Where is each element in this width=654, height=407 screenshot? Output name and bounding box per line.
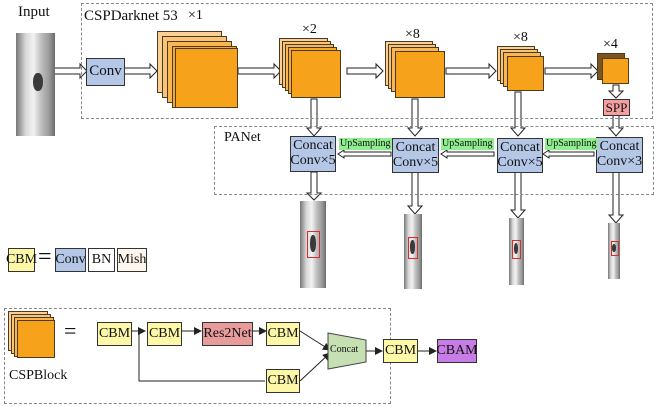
multiplier-1: ×1 xyxy=(188,8,203,23)
upsampling-label-1: UpSampling xyxy=(339,138,392,150)
cbm-legend-equals: = xyxy=(38,244,52,270)
csp-res2net: Res2Net xyxy=(202,322,253,346)
cbm-legend-bn: BN xyxy=(88,248,115,272)
defect-mark xyxy=(410,240,415,254)
detection-box xyxy=(611,241,619,256)
cbm-legend-cbm: CBM xyxy=(6,248,37,272)
input-label: Input xyxy=(18,4,50,20)
cspblock-region xyxy=(4,308,391,404)
concat-line2: Conv×5 xyxy=(290,153,336,168)
concat-line1: Concat xyxy=(599,139,640,155)
concat-block-2: Concat Conv×5 xyxy=(392,138,439,173)
cbm-legend-conv: Conv xyxy=(55,248,86,272)
concat-line2: Conv×5 xyxy=(392,154,439,170)
concat-line2: Conv×5 xyxy=(497,154,543,170)
input-pipe-image xyxy=(16,33,55,136)
concat-line1: Concat xyxy=(293,138,333,154)
multiplier-4: ×8 xyxy=(513,30,528,45)
concat-trapezoid xyxy=(327,332,367,370)
output-pipe-2 xyxy=(404,214,422,289)
upsampling-label-2: UpSampling xyxy=(441,138,494,150)
concat-line1: Concat xyxy=(500,139,540,155)
concat-block-4: Concat Conv×3 xyxy=(596,137,643,173)
panet-label: PANet xyxy=(224,130,261,145)
backbone-label: CSPDarknet 53 xyxy=(84,8,178,24)
multiplier-3: ×8 xyxy=(405,27,420,42)
detection-box xyxy=(408,237,418,259)
vertical-arrows xyxy=(305,84,625,224)
concat-block-1: Concat Conv×5 xyxy=(290,136,336,172)
csp-cbm-4: CBM xyxy=(266,369,300,393)
cspblock-equals: = xyxy=(64,318,77,343)
csp-cbm-5: CBM xyxy=(383,339,418,363)
csp-concat-label: Concat xyxy=(330,344,359,355)
cspblock-connectors xyxy=(132,327,437,382)
conv-block: Conv xyxy=(86,58,125,86)
detection-box xyxy=(307,231,320,258)
detection-box xyxy=(512,240,521,259)
upsampling-label-3: UpSampling xyxy=(545,138,598,150)
output-pipe-3 xyxy=(509,218,524,285)
defect-mark xyxy=(310,235,316,252)
multiplier-5: ×4 xyxy=(603,37,618,52)
concat-line2: Conv×3 xyxy=(596,154,643,169)
defect-mark xyxy=(612,244,616,252)
backbone-arrows xyxy=(53,62,599,80)
backbone-region xyxy=(81,3,653,119)
multiplier-2: ×2 xyxy=(302,22,317,37)
output-pipe-4 xyxy=(608,223,620,279)
upsampling-arrows xyxy=(337,149,595,159)
csp-cbm-1: CBM xyxy=(97,322,132,346)
output-pipe-1 xyxy=(300,201,326,288)
defect-mark xyxy=(514,243,518,254)
cbm-legend-mish: Mish xyxy=(117,248,147,272)
csp-cbam: CBAM xyxy=(436,339,478,363)
concat-line1: Concat xyxy=(395,139,436,155)
concat-block-3: Concat Conv×5 xyxy=(497,138,543,173)
defect-mark xyxy=(33,73,43,91)
cspblock-label: CSPBlock xyxy=(9,368,68,383)
csp-cbm-2: CBM xyxy=(147,322,182,346)
csp-cbm-3: CBM xyxy=(266,322,300,346)
spp-block: SPP xyxy=(603,99,630,116)
